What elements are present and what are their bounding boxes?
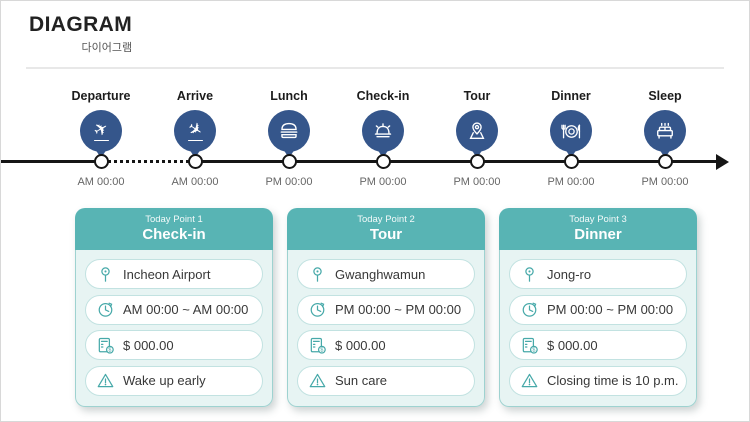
itinerary-card-checkin: Today Point 1 Check-in Incheon Airport A… <box>75 208 273 407</box>
map-pin-icon <box>456 110 498 158</box>
card-row-text: Jong-ro <box>547 266 592 282</box>
plane-takeoff-icon: ✈ <box>80 110 122 158</box>
timeline-node <box>563 154 579 169</box>
location-pin-icon <box>96 265 115 284</box>
card-row-text: AM 00:00 ~ AM 00:00 <box>123 302 249 317</box>
timeline-node <box>469 154 485 169</box>
card-title: Check-in <box>142 226 206 243</box>
today-points: Today Point 1 Check-in Incheon Airport A… <box>75 208 697 407</box>
svg-text:$: $ <box>320 347 323 353</box>
timeline-stop-time: PM 00:00 <box>359 176 407 188</box>
location-pin-icon <box>308 265 327 284</box>
timeline-stop-departure: Departure ✈ AM 00:00 <box>56 89 146 201</box>
timeline-stop-label: Arrive <box>176 89 214 103</box>
timeline-node <box>93 154 109 169</box>
card-body: Incheon Airport AM 00:00 ~ AM 00:00 $ $ … <box>75 250 273 407</box>
page-subtitle: 다이어그램 <box>81 42 133 54</box>
clock-icon <box>96 300 115 319</box>
burger-icon <box>268 110 310 158</box>
timeline: Departure ✈ AM 00:00 Arrive ✈ AM 00:00 L… <box>1 89 749 204</box>
timeline-stop-time: PM 00:00 <box>453 176 501 188</box>
card-row-cost: $ $ 000.00 <box>509 330 687 360</box>
timeline-node <box>657 154 673 169</box>
expense-icon: $ <box>520 336 539 355</box>
timeline-arrow-icon <box>716 153 729 170</box>
clock-icon <box>520 300 539 319</box>
card-row-text: Closing time is 10 p.m. <box>547 373 679 388</box>
card-row-time: PM 00:00 ~ PM 00:00 <box>297 294 475 325</box>
timeline-node <box>375 154 391 169</box>
card-row-text: Gwanghwamun <box>335 266 426 282</box>
expense-icon: $ <box>96 336 115 355</box>
card-row-text: Incheon Airport <box>123 266 211 282</box>
card-row-text: $ 000.00 <box>123 337 174 353</box>
timeline-stop-time: PM 00:00 <box>265 176 313 188</box>
svg-text:$: $ <box>108 347 111 353</box>
timeline-stop-time: PM 00:00 <box>547 176 595 188</box>
clock-icon <box>308 300 327 319</box>
timeline-node <box>281 154 297 169</box>
card-body: Jong-ro PM 00:00 ~ PM 00:00 $ $ 000.00 <box>499 250 697 407</box>
itinerary-card-tour: Today Point 2 Tour Gwanghwamun PM 00:00 … <box>287 208 485 407</box>
card-title: Tour <box>369 226 403 243</box>
card-row-cost: $ $ 000.00 <box>297 330 475 360</box>
timeline-stop-dinner: Dinner PM 00:00 <box>526 89 616 201</box>
card-row-time: PM 00:00 ~ PM 00:00 <box>509 294 687 325</box>
location-pin-icon <box>520 265 539 284</box>
service-bell-icon <box>362 110 404 158</box>
card-header: Today Point 1 Check-in <box>75 208 273 250</box>
timeline-line-dotted <box>101 160 195 163</box>
card-header: Today Point 3 Dinner <box>499 208 697 250</box>
bed-icon <box>644 110 686 158</box>
timeline-stop-tour: Tour PM 00:00 <box>432 89 522 201</box>
timeline-line-main <box>195 160 717 163</box>
header: DIAGRAM 다이어그램 <box>29 13 132 55</box>
timeline-stop-arrive: Arrive ✈ AM 00:00 <box>150 89 240 201</box>
timeline-stop-label: Check-in <box>356 89 410 103</box>
card-row-note: Closing time is 10 p.m. <box>509 365 687 396</box>
card-row-place: Jong-ro <box>509 259 687 289</box>
card-row-text: Wake up early <box>123 373 206 388</box>
timeline-stop-label: Sleep <box>648 89 682 103</box>
page-title: DIAGRAM <box>29 13 133 36</box>
timeline-stop-label: Dinner <box>551 89 591 103</box>
card-row-note: Wake up early <box>85 365 263 396</box>
card-tag: Today Point 2 <box>357 214 415 225</box>
card-row-text: PM 00:00 ~ PM 00:00 <box>335 302 462 317</box>
card-row-place: Gwanghwamun <box>297 259 475 289</box>
card-body: Gwanghwamun PM 00:00 ~ PM 00:00 $ $ 000.… <box>287 250 485 407</box>
timeline-stop-time: AM 00:00 <box>171 176 219 188</box>
dinner-plate-icon <box>550 110 592 158</box>
timeline-line-start <box>1 160 101 163</box>
card-row-cost: $ $ 000.00 <box>85 330 263 360</box>
timeline-stop-lunch: Lunch PM 00:00 <box>244 89 334 201</box>
expense-icon: $ <box>308 336 327 355</box>
timeline-stop-label: Lunch <box>270 89 308 103</box>
card-row-text: $ 000.00 <box>335 337 386 353</box>
warning-icon <box>308 371 327 390</box>
card-row-time: AM 00:00 ~ AM 00:00 <box>85 294 263 325</box>
card-row-text: Sun care <box>335 373 388 388</box>
header-divider <box>26 67 724 69</box>
timeline-stop-label: Tour <box>463 89 491 103</box>
card-row-place: Incheon Airport <box>85 259 263 289</box>
timeline-stop-label: Departure <box>71 89 131 103</box>
timeline-stop-time: AM 00:00 <box>77 176 125 188</box>
card-row-note: Sun care <box>297 365 475 396</box>
warning-icon <box>520 371 539 390</box>
svg-text:$: $ <box>532 347 535 353</box>
timeline-stop-time: PM 00:00 <box>641 176 689 188</box>
card-row-text: $ 000.00 <box>547 337 598 353</box>
card-header: Today Point 2 Tour <box>287 208 485 250</box>
card-tag: Today Point 1 <box>145 214 203 225</box>
timeline-stop-sleep: Sleep PM 00:00 <box>620 89 710 201</box>
card-tag: Today Point 3 <box>569 214 627 225</box>
card-title: Dinner <box>574 226 622 243</box>
timeline-node <box>187 154 203 169</box>
plane-landing-icon: ✈ <box>174 110 216 158</box>
timeline-stop-checkin: Check-in PM 00:00 <box>338 89 428 201</box>
card-row-text: PM 00:00 ~ PM 00:00 <box>547 302 674 317</box>
itinerary-card-dinner: Today Point 3 Dinner Jong-ro PM 00:00 ~ … <box>499 208 697 407</box>
warning-icon <box>96 371 115 390</box>
